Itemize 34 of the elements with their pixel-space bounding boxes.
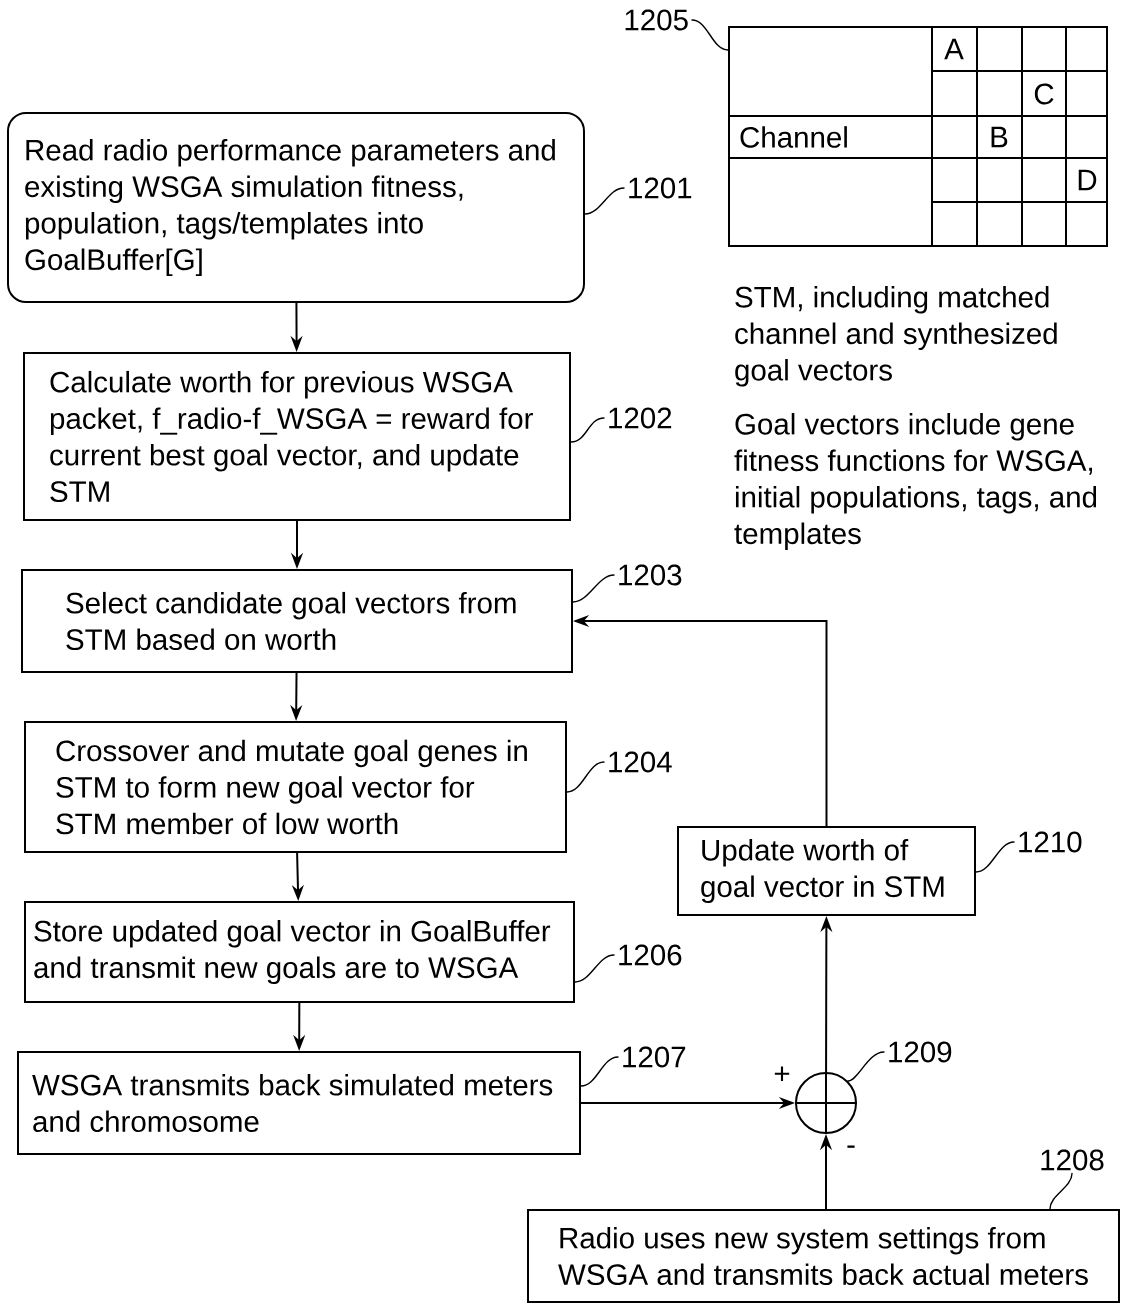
process-box: Select candidate goal vectors from STM based on worth: [21, 569, 573, 673]
note-text: Goal vectors include gene fitness functions for WSGA, initial populations, tags, and templates: [734, 413, 1097, 550]
reference-number: 1205: [625, 9, 688, 31]
leader-line: [847, 1051, 885, 1082]
summing-junction: [795, 1072, 857, 1134]
matrix-table: A C Channel B D: [728, 26, 1108, 247]
reference-number: 1206: [619, 944, 682, 966]
leader-line: [691, 19, 729, 51]
start-box: Read radio performance parameters and existing WSGA simulation fitness, population, tags/templates into GoalBuffer[G]: [7, 112, 585, 303]
sign-label: -: [847, 1145, 855, 1148]
reference-number: 1209: [889, 1041, 952, 1063]
sign-label: +: [774, 1066, 790, 1081]
leader-line: [580, 1056, 619, 1087]
process-box: Crossover and mutate goal genes in STM to form new goal vector for STM member of low worth: [24, 721, 567, 853]
reference-number: 1204: [609, 751, 672, 773]
reference-number: 1207: [623, 1046, 686, 1068]
process-box: Radio uses new system settings from WSGA and transmits back actual meters: [527, 1209, 1120, 1303]
reference-number: 1202: [609, 407, 672, 429]
note-text: STM, including matched channel and synthesized goal vectors: [735, 286, 1057, 387]
leader-line: [1049, 1172, 1073, 1210]
process-box: Update worth of goal vector in STM: [677, 826, 976, 916]
leader-line: [572, 574, 615, 603]
reference-number: 1201: [629, 177, 692, 199]
process-box: Calculate worth for previous WSGA packet, f_radio-f_WSGA = reward for current best goal vector, and update STM: [23, 352, 571, 521]
reference-number: 1208: [1041, 1149, 1104, 1171]
process-box: Store updated goal vector in GoalBuffer and transmit new goals are to WSGA: [24, 901, 575, 1003]
leader-line: [975, 841, 1015, 873]
leader-line: [566, 761, 605, 793]
leader-line: [570, 417, 605, 443]
process-box: WSGA transmits back simulated meters and chromosome: [17, 1051, 581, 1155]
reference-number: 1210: [1019, 831, 1082, 853]
leader-line: [584, 187, 625, 215]
leader-line: [574, 954, 615, 983]
reference-number: 1203: [619, 564, 682, 586]
